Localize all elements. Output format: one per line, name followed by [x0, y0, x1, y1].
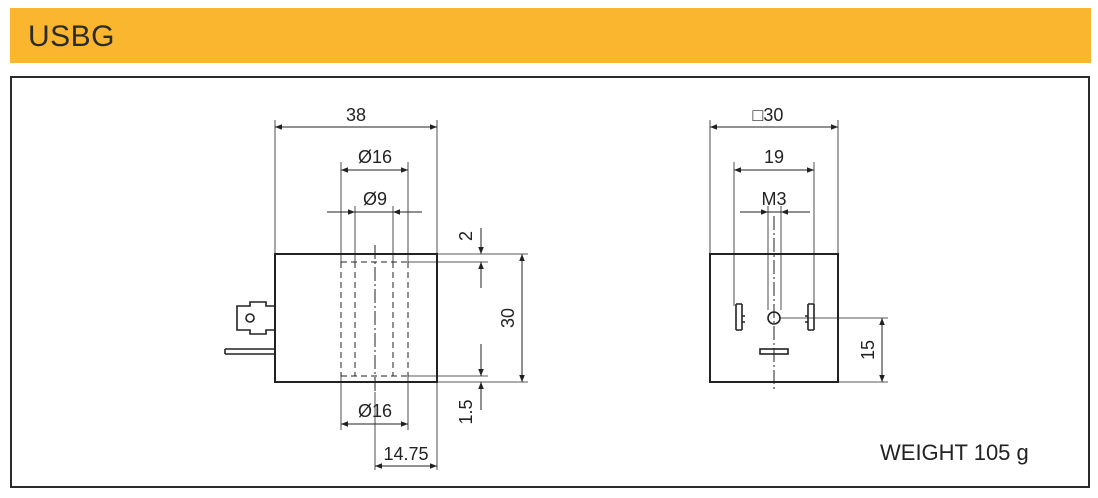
side-view [224, 120, 528, 470]
product-title: USBG [28, 20, 116, 53]
terminal-connector [224, 301, 275, 355]
dim-height: 30 [498, 308, 518, 328]
ground-slot [759, 348, 789, 355]
dim-width: 38 [346, 105, 366, 125]
dim-top-offset: 2 [456, 231, 476, 241]
right-pin [805, 303, 815, 331]
dim-outer-dia-top: Ø16 [358, 147, 392, 167]
dim-bottom-offset: 1.5 [456, 399, 476, 424]
weight-label: WEIGHT 105 g [880, 440, 1029, 465]
bore-hidden-lines [340, 261, 409, 377]
coil-body [274, 253, 438, 383]
dim-thread: M3 [761, 189, 786, 209]
header-bar: USBG [10, 8, 1091, 63]
drawing-frame [10, 76, 1090, 488]
dim-inner-dia: Ø9 [363, 189, 387, 209]
left-pin [735, 303, 745, 331]
dim-center-offset: 14.75 [383, 444, 428, 464]
dim-center-height: 15 [858, 340, 878, 360]
center-screw [767, 311, 781, 325]
dim-pin-spacing: 19 [764, 147, 784, 167]
front-view [709, 120, 888, 392]
dim-square: □30 [753, 105, 784, 125]
dim-outer-dia-bottom: Ø16 [358, 401, 392, 421]
